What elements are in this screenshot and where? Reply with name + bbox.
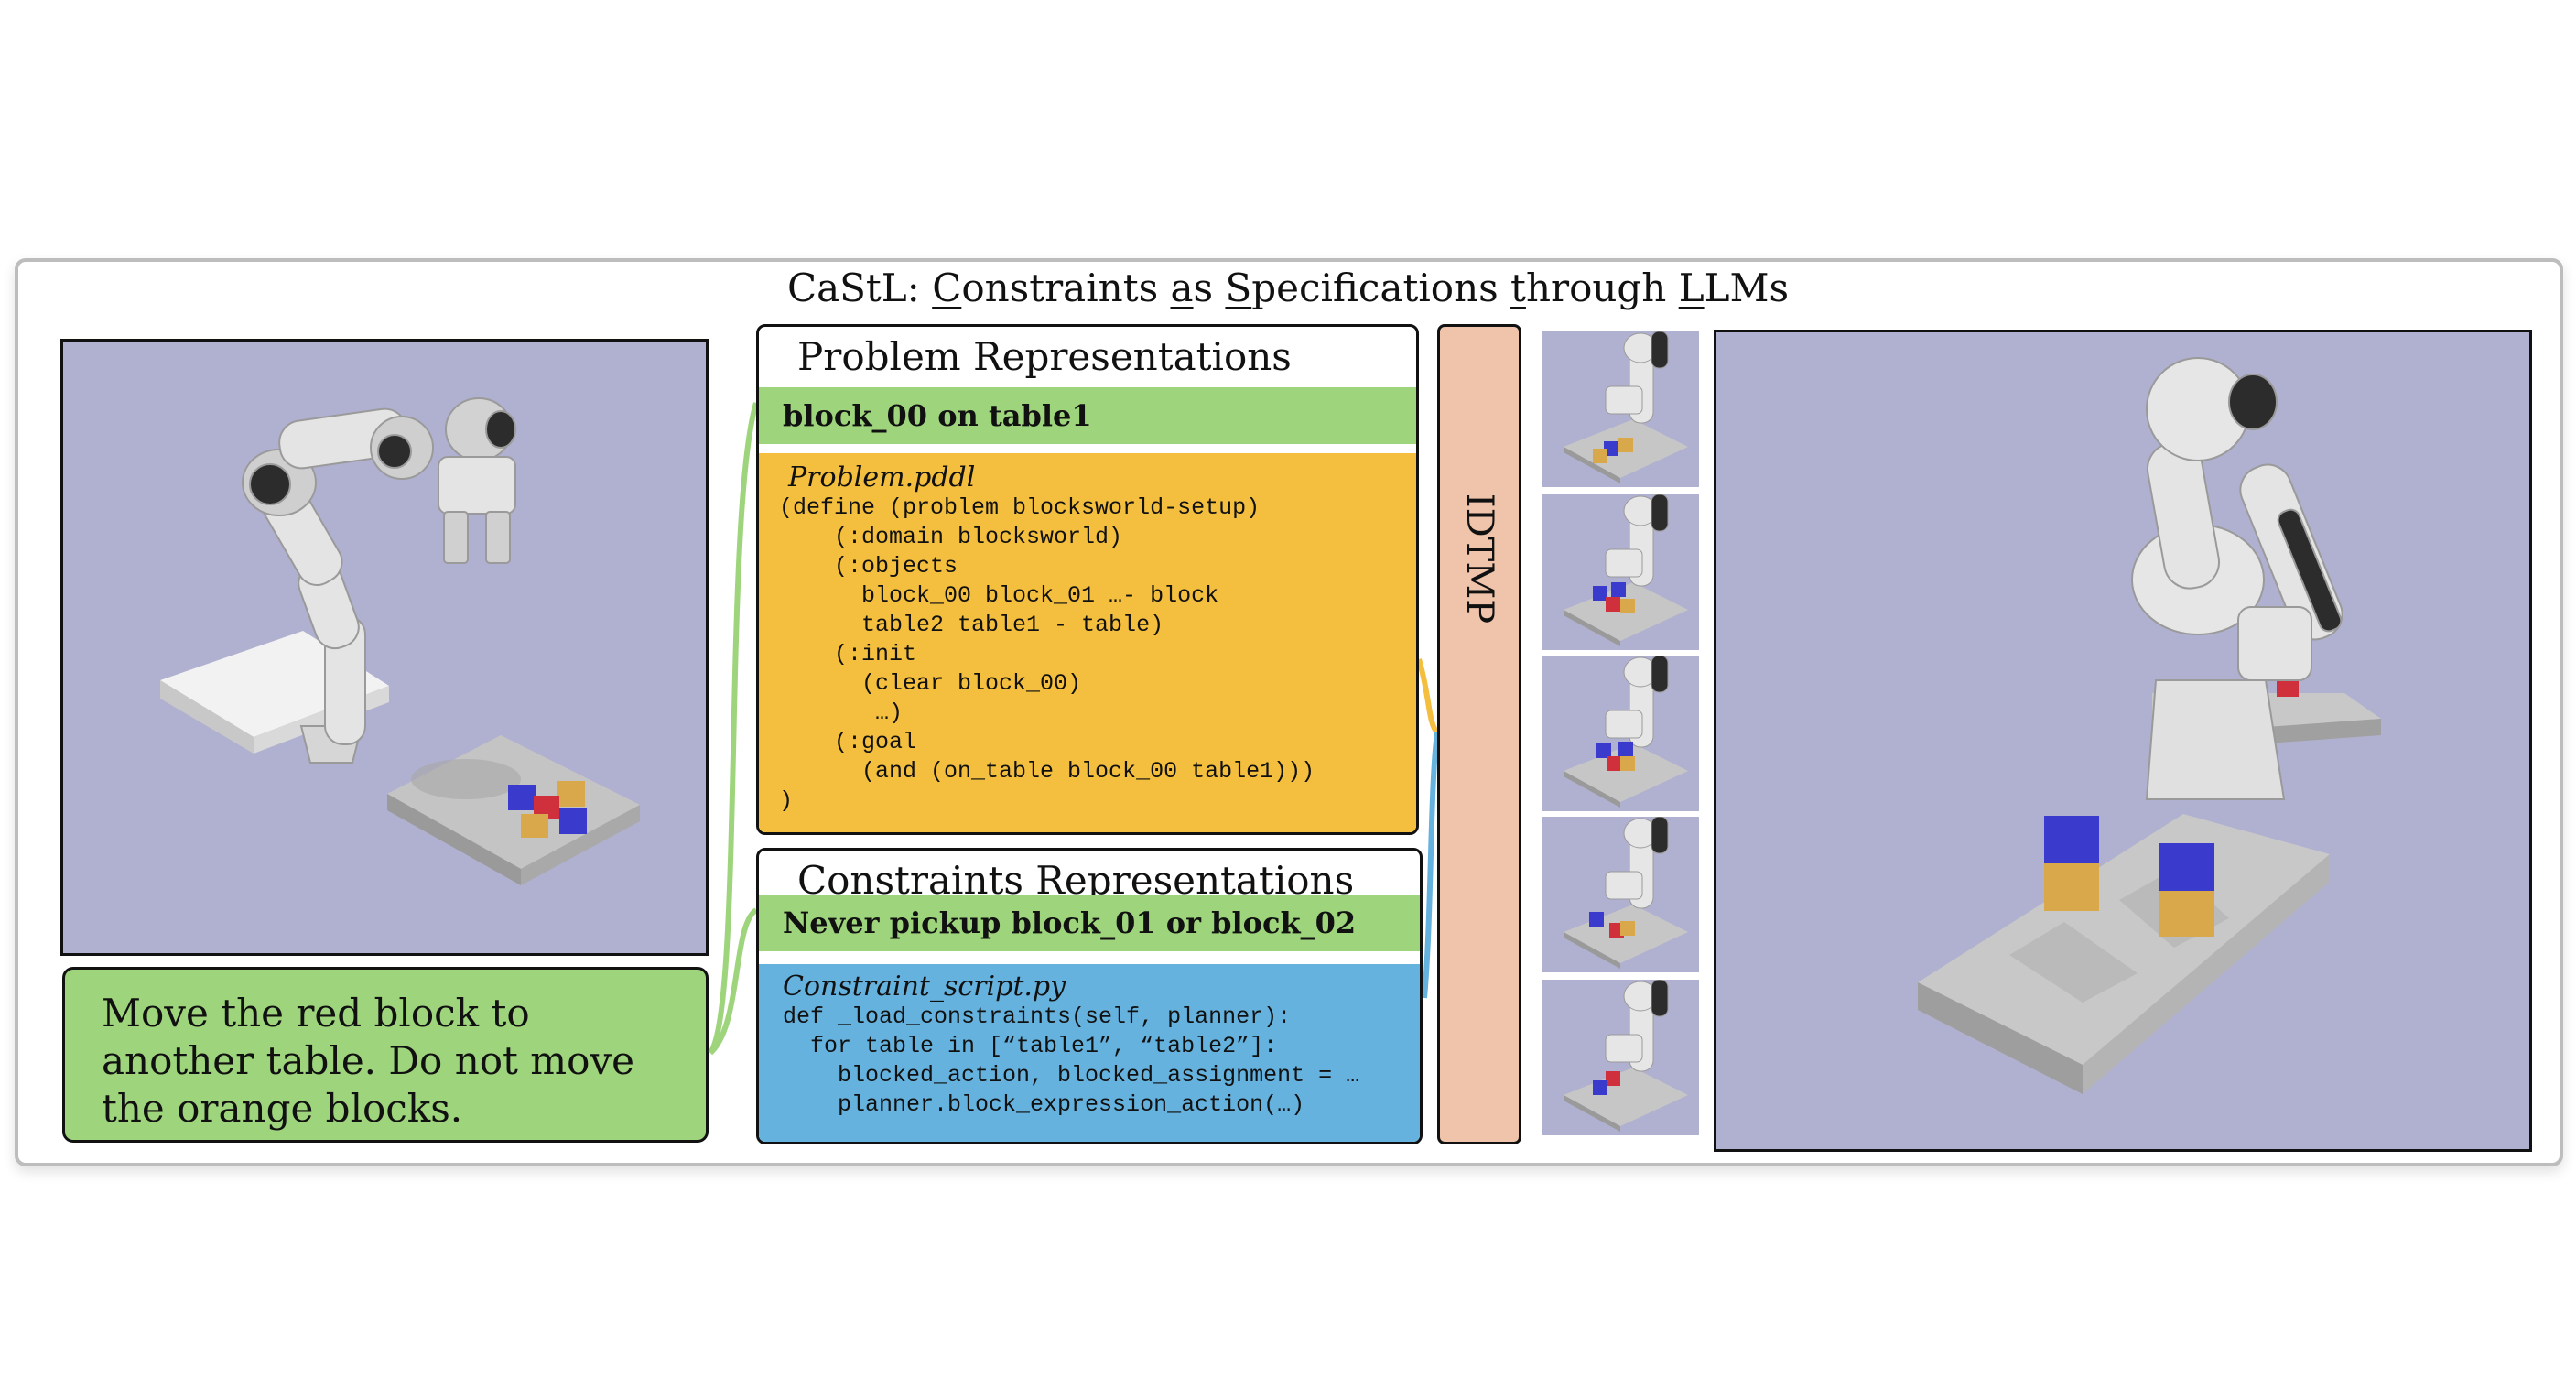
- block-icon: [1606, 1071, 1620, 1086]
- pddl-code-block: Problem.pddl (define (problem blocksworl…: [759, 453, 1416, 832]
- block-icon: [1618, 742, 1633, 756]
- robot-arm-icon: [242, 397, 516, 764]
- pddl-filename: Problem.pddl: [788, 461, 976, 493]
- block-icon: [1620, 599, 1635, 613]
- table-icon: [1918, 814, 2330, 1094]
- constraint-script-block: Constraint_script.py def _load_constrain…: [759, 964, 1420, 1142]
- block-icon: [1593, 449, 1607, 463]
- nl-constraint-bar: Never pickup block_01 or block_02: [759, 895, 1420, 951]
- robot-arm-icon: [2131, 357, 2343, 800]
- block-icon: [1589, 912, 1604, 927]
- plan-step-thumbnail: [1542, 656, 1699, 811]
- plan-step-thumbnail: [1542, 817, 1699, 972]
- plan-step-thumbnail: [1542, 494, 1699, 650]
- script-filename: Constraint_script.py: [783, 971, 1066, 1003]
- robot-arm-icon: [1605, 980, 1669, 1072]
- instruction-text: Move the red block to another table. Do …: [102, 991, 634, 1131]
- problem-representations-title: Problem Representations: [797, 334, 1292, 379]
- block-icon: [1607, 756, 1622, 771]
- plan-step-thumbnail: [1542, 331, 1699, 487]
- robot-arm-icon: [1605, 494, 1669, 587]
- initial-scene-image: [60, 339, 709, 956]
- block-icon: [1596, 743, 1611, 758]
- block-icon: [1620, 756, 1635, 771]
- block-icon: [1618, 438, 1633, 452]
- block-icon: [1606, 597, 1620, 612]
- block-icon: [2044, 669, 2299, 937]
- robot-arm-icon: [1605, 817, 1669, 909]
- table-icon: [1564, 1068, 1688, 1126]
- nl-goal-bar: block_00 on table1: [759, 387, 1416, 444]
- instruction-box: Move the red block to another table. Do …: [62, 967, 709, 1143]
- robot-arm-icon: [1605, 331, 1669, 424]
- table-icon: [1564, 743, 1688, 802]
- final-scene-image: [1714, 330, 2532, 1152]
- script-code: def _load_constraints(self, planner): fo…: [783, 1003, 1360, 1118]
- constraints-representations-box: Constraints Representations Never pickup…: [756, 848, 1423, 1144]
- robot-arm-icon: [1605, 656, 1669, 748]
- block-icon: [1611, 582, 1626, 597]
- problem-representations-box: Problem Representations block_00 on tabl…: [756, 324, 1419, 835]
- planner-box: IDTMP: [1437, 324, 1521, 1144]
- block-icon: [508, 781, 587, 838]
- pddl-code: (define (problem blocksworld-setup) (:do…: [779, 494, 1315, 814]
- figure-title: CaStL: Constraints as Specifications thr…: [786, 266, 1790, 310]
- block-icon: [1593, 1080, 1607, 1095]
- planner-label: IDTMP: [1458, 493, 1500, 624]
- block-icon: [1620, 921, 1635, 936]
- plan-step-thumbnail: [1542, 980, 1699, 1135]
- block-icon: [1593, 586, 1607, 601]
